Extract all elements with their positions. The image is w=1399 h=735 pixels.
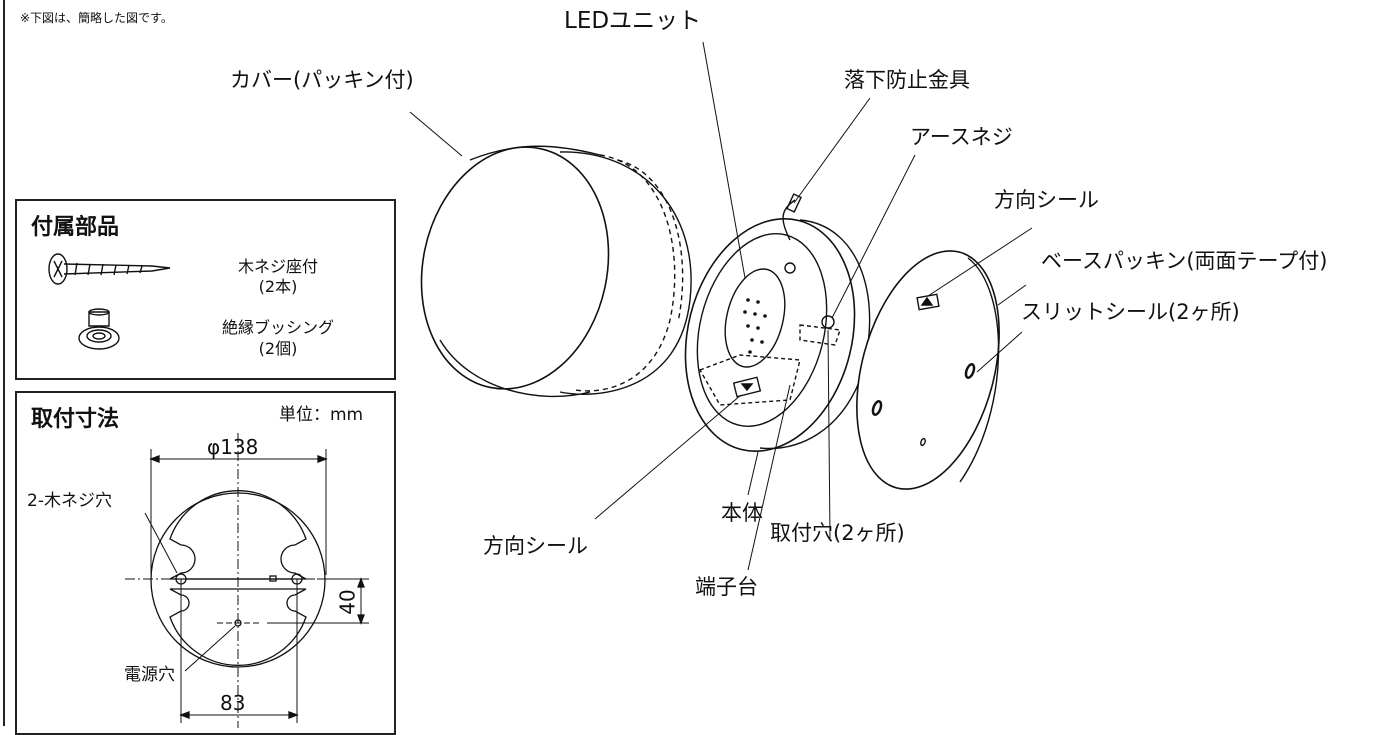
mounting-holes-label: 取付穴(2ヶ所): [770, 521, 905, 545]
body-label: 本体: [721, 501, 763, 525]
wood-screw-icon: [48, 253, 171, 285]
terminal-block-label: 端子台: [695, 575, 758, 599]
wood-screw-qty: (2本): [258, 277, 298, 296]
leader-lines: [409, 41, 1033, 571]
direction-seal-top-label: 方向シール: [994, 188, 1099, 212]
slit-seal-label: スリットシール(2ヶ所): [1021, 300, 1240, 324]
bushing-label: 絶縁ブッシング: [221, 318, 334, 337]
accessories-title: 付属部品: [31, 215, 120, 240]
dimension-drawing: [125, 433, 369, 728]
diameter-label: φ138: [207, 435, 259, 459]
offset-label: 40: [335, 589, 360, 615]
insulating-bushing-icon: [78, 308, 120, 350]
accessories-box: 付属部品 木ネジ座付 (2本) 絶縁ブッシング (2個): [15, 199, 396, 380]
mounting-dimensions-title: 取付寸法: [31, 407, 120, 432]
direction-seal-bottom-label: 方向シール: [483, 534, 588, 558]
base-packing-drawing: [856, 250, 1000, 490]
led-unit-label: LEDユニット: [564, 8, 702, 34]
body-drawing: [684, 193, 871, 453]
unit-label: 単位：mm: [279, 405, 364, 425]
page-left-border: [3, 0, 5, 726]
fall-prevention-label: 落下防止金具: [844, 68, 970, 92]
screw-holes-label: 2-木ネジ穴: [27, 491, 112, 511]
bushing-qty: (2個): [258, 339, 298, 358]
earth-screw-label: アースネジ: [910, 125, 1013, 149]
mounting-dimensions-box: 取付寸法 単位：mm: [15, 391, 396, 735]
spacing-label: 83: [220, 691, 246, 715]
cover-label: カバー(パッキン付): [230, 68, 414, 92]
wood-screw-label: 木ネジ座付: [237, 257, 318, 276]
simplified-note: ※下図は、簡略した図です。: [20, 11, 173, 25]
power-hole-label: 電源穴: [124, 665, 175, 685]
cover-drawing: [420, 145, 692, 398]
base-packing-label: ベースパッキン(両面テープ付): [1041, 249, 1328, 273]
